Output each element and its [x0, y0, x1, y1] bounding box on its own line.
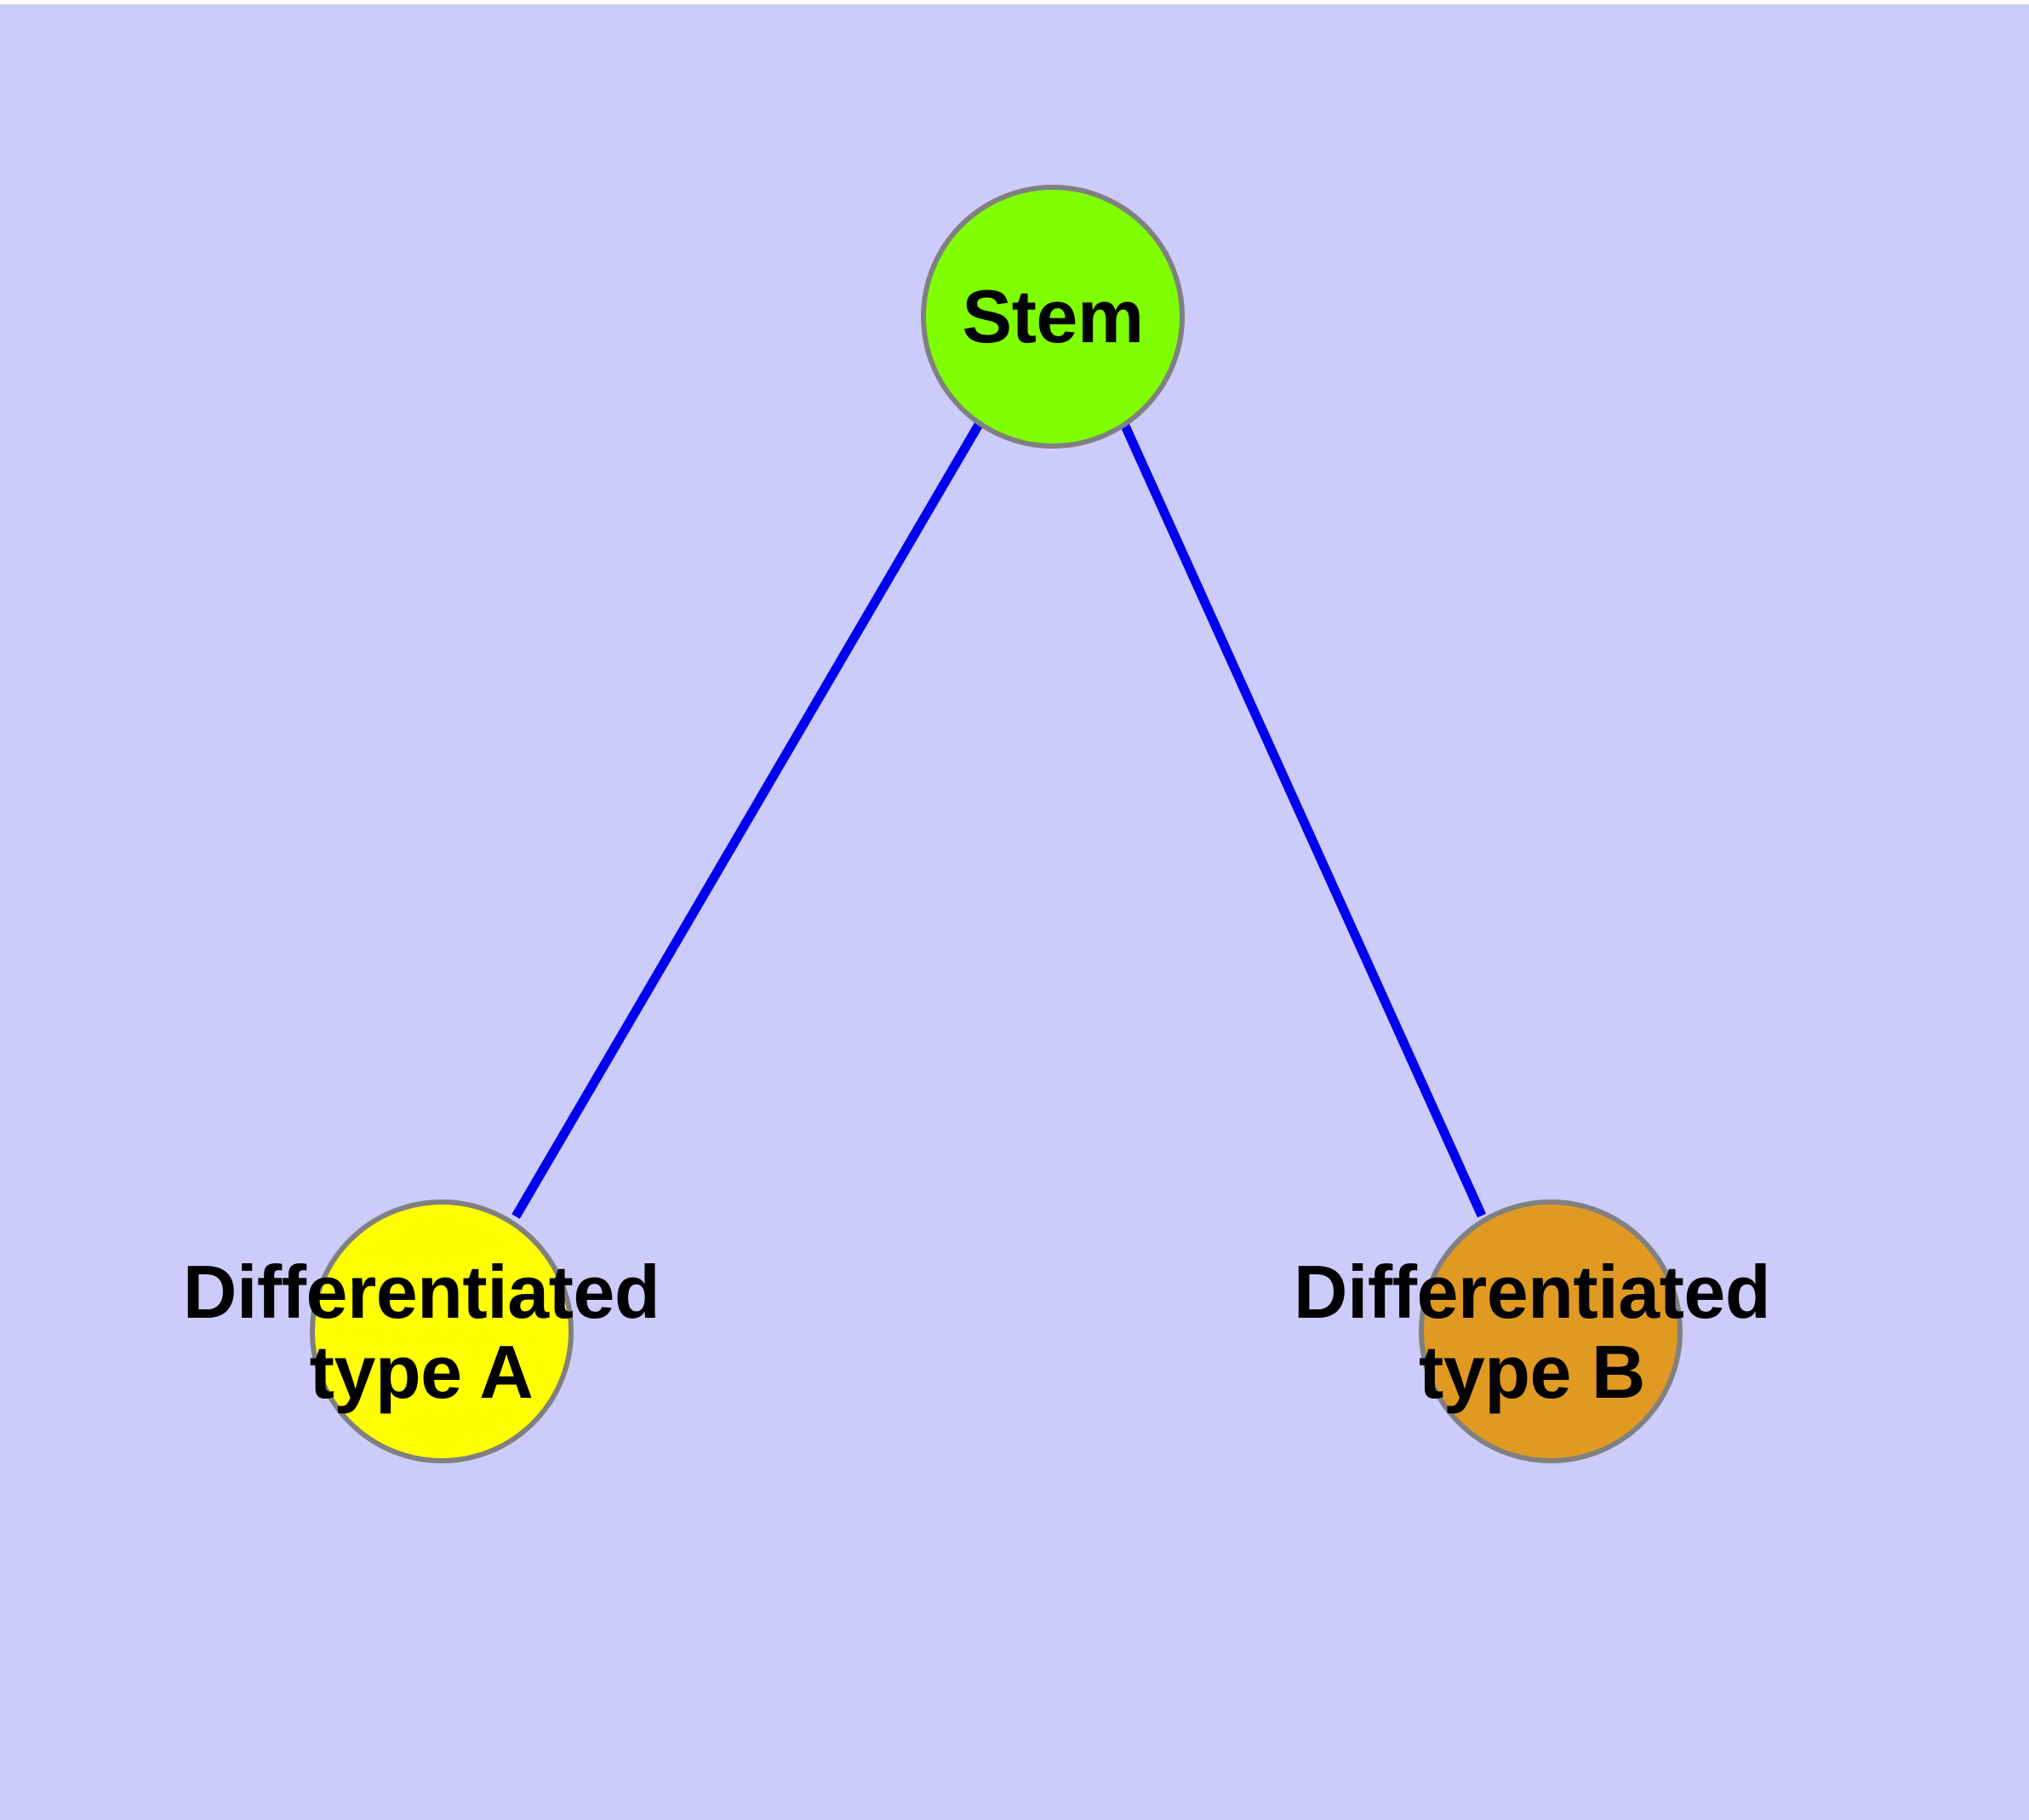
graph-edge-stem-to-diff-a[interactable] [512, 421, 984, 1219]
graph-node-stem[interactable] [921, 185, 1185, 449]
nodes-layer [310, 185, 1683, 1463]
graph-edge-stem-to-diff-b[interactable] [1119, 421, 1487, 1218]
graph-node-diff-b[interactable] [1419, 1199, 1683, 1463]
edges-layer [512, 421, 1487, 1219]
graph-node-diff-a[interactable] [310, 1199, 574, 1463]
